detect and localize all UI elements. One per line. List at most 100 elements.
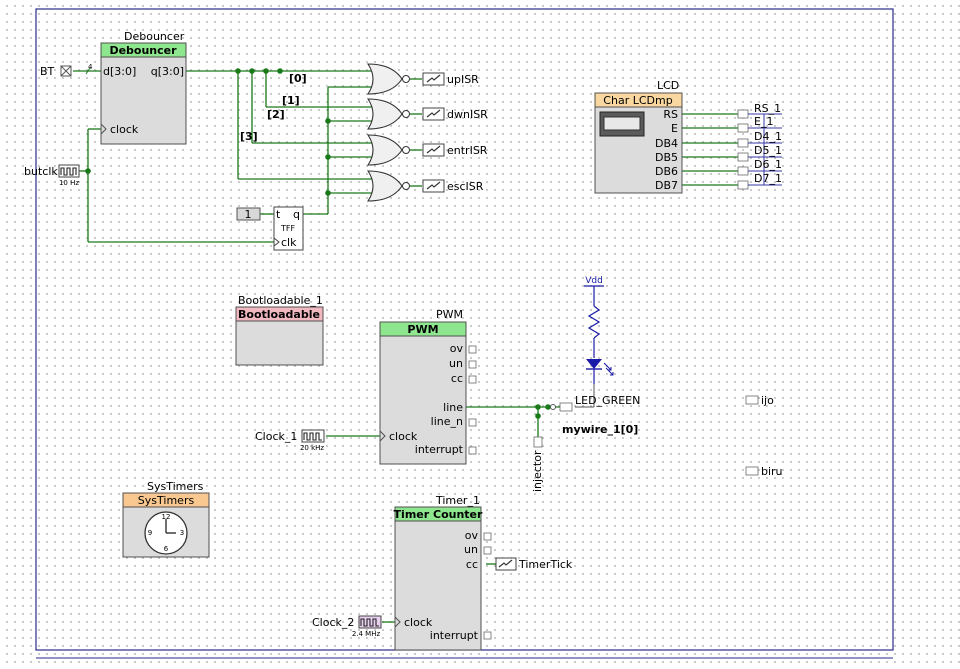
systimers-component[interactable]: SysTimers SysTimers 12 3 6 9 xyxy=(122,480,210,558)
port-icon[interactable] xyxy=(737,123,749,133)
timer-tick-output[interactable]: TimerTick xyxy=(495,557,573,571)
port-icon[interactable] xyxy=(745,395,759,405)
pwm-pin-3: line xyxy=(443,401,463,414)
clock-num-12: 12 xyxy=(162,513,171,521)
lcd-pin-4: DB6 xyxy=(655,165,678,178)
pin-terminal-icon[interactable] xyxy=(468,375,477,384)
isr-dwn[interactable]: dwnISR xyxy=(422,107,488,121)
butclk-clock[interactable]: butclk 10 Hz xyxy=(24,164,80,187)
lcd-body[interactable] xyxy=(594,92,683,194)
port-icon[interactable] xyxy=(737,109,749,119)
lcd-pin-5: DB7 xyxy=(655,179,678,192)
timer-clock-pin: clock xyxy=(404,616,433,629)
debouncer-pin-clock: clock xyxy=(110,123,139,136)
junction-tff3 xyxy=(325,190,331,196)
pin-terminal-icon[interactable] xyxy=(468,360,477,369)
injector-pin[interactable]: injector xyxy=(531,436,544,492)
port-icon[interactable] xyxy=(737,138,749,148)
junctions xyxy=(85,68,551,419)
isr-up[interactable]: upISR xyxy=(422,72,479,86)
bit-label-0: [0] xyxy=(289,72,307,85)
tff-component[interactable]: 1 t q TFF clk xyxy=(236,206,304,251)
debouncer-pin-d: d[3:0] xyxy=(103,65,136,78)
butclk-freq: 10 Hz xyxy=(59,179,79,187)
tff-clock-arrow-icon xyxy=(273,237,280,247)
bootloadable-component[interactable]: Bootloadable_1 Bootloadable xyxy=(235,294,324,366)
led-wire-label: mywire_1[0] xyxy=(562,423,638,436)
tff-pin-clk: clk xyxy=(281,236,297,249)
timer-pin-0: ov xyxy=(465,529,479,542)
nor-gate-up[interactable] xyxy=(366,63,410,95)
interrupt-icon xyxy=(495,557,517,571)
lcd-pin-2: DB4 xyxy=(655,137,678,150)
timer-clock-arrow-icon xyxy=(394,616,401,628)
isr-esc-label: escISR xyxy=(447,180,484,193)
lcd-port-5: D7_1 xyxy=(754,172,782,185)
timer-pin-3: interrupt xyxy=(430,629,479,642)
isr-dwn-label: dwnISR xyxy=(447,108,488,121)
port-ijo[interactable]: ijo xyxy=(745,394,774,407)
lcd-instance-label: LCD xyxy=(657,79,679,92)
isr-entr[interactable]: entrISR xyxy=(422,143,488,157)
port-ijo-label: ijo xyxy=(761,394,774,407)
led-diode-icon xyxy=(586,359,602,369)
systimers-header xyxy=(122,492,210,508)
port-icon[interactable] xyxy=(559,402,573,412)
junction-led xyxy=(545,404,551,410)
isr-up-label: upISR xyxy=(447,73,479,86)
lcd-pin-1: E xyxy=(671,122,678,135)
pin-terminal-icon[interactable] xyxy=(483,631,492,640)
const-one-box[interactable] xyxy=(236,207,261,221)
port-biru[interactable]: biru xyxy=(745,465,783,478)
timer-header xyxy=(394,506,482,522)
clock2-source[interactable]: Clock_2 2.4 MHz xyxy=(312,615,382,638)
debouncer-component[interactable]: Debouncer Debouncer d[3:0] q[3:0] clock xyxy=(100,30,187,145)
debouncer-body[interactable] xyxy=(100,42,187,145)
debouncer-header xyxy=(100,42,187,58)
timer-component[interactable]: Timer_1 Timer Counter ov un cc interrupt… xyxy=(394,494,483,651)
tff-body[interactable] xyxy=(273,206,304,251)
pin-terminal-icon[interactable] xyxy=(468,446,477,455)
clock1-source[interactable]: Clock_1 20 kHz xyxy=(255,429,325,452)
clock1-freq: 20 kHz xyxy=(300,444,324,452)
pin-terminal-icon[interactable] xyxy=(468,345,477,354)
bit-label-2: [2] xyxy=(267,108,285,121)
vdd-label: Vdd xyxy=(585,276,603,286)
pwm-unused-pins xyxy=(468,345,477,455)
bit-label-3: [3] xyxy=(240,130,258,143)
systimers-header-text: SysTimers xyxy=(138,494,195,507)
port-icon[interactable] xyxy=(745,466,759,476)
isr-esc[interactable]: escISR xyxy=(422,179,484,193)
nor-gate-esc[interactable] xyxy=(366,170,410,202)
pwm-body[interactable] xyxy=(379,321,467,465)
nor-gate-entr[interactable] xyxy=(366,134,410,166)
lcd-header-text: Char LCDmp xyxy=(603,94,672,107)
pin-terminal-icon[interactable] xyxy=(483,546,492,555)
clock-num-3: 3 xyxy=(180,529,184,537)
butclk-label: butclk xyxy=(24,165,58,178)
pin-terminal-icon[interactable] xyxy=(483,532,492,541)
nor-gate-dwn[interactable] xyxy=(366,98,410,130)
pwm-component[interactable]: PWM PWM ov un cc line line_n interrupt c… xyxy=(379,308,467,465)
junction-butclk xyxy=(85,168,91,174)
debouncer-instance-label: Debouncer xyxy=(124,30,185,43)
pwm-pin-4: line_n xyxy=(431,415,463,428)
pin-terminal-icon[interactable] xyxy=(468,418,477,427)
pwm-clock-arrow-icon xyxy=(379,430,386,442)
lcd-screen-glass xyxy=(603,116,641,131)
port-icon[interactable] xyxy=(737,180,749,190)
lcd-header xyxy=(594,92,683,108)
bt-input-pin[interactable]: BT 4 xyxy=(40,63,93,78)
lcd-component[interactable]: LCD Char LCDmp RS E DB4 DB5 DB6 DB7 xyxy=(594,79,683,194)
timer-instance-label: Timer_1 xyxy=(435,494,480,507)
bootloadable-header xyxy=(235,306,324,322)
timer-unused-pins xyxy=(483,532,492,640)
pin-terminal-icon[interactable] xyxy=(533,436,543,448)
junction-bit1 xyxy=(263,68,269,74)
led-circuit[interactable]: Vdd LED_GREEN mywire_1[0] xyxy=(550,276,641,436)
port-icon[interactable] xyxy=(737,152,749,162)
junction-pwm-line xyxy=(535,404,541,410)
clock1-label: Clock_1 xyxy=(255,430,297,443)
port-icon[interactable] xyxy=(737,166,749,176)
